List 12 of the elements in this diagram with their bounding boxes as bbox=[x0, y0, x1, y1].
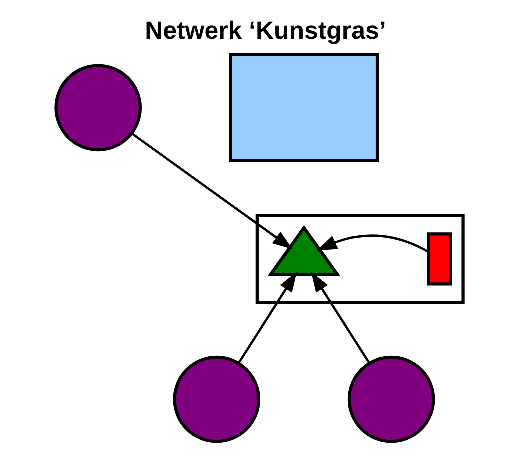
node-circle bbox=[347, 356, 435, 444]
arrow bbox=[237, 272, 297, 364]
arrow bbox=[130, 132, 292, 250]
node-circle bbox=[172, 356, 260, 444]
arrow bbox=[310, 272, 370, 364]
node-bar bbox=[426, 232, 452, 286]
cluster bbox=[255, 214, 464, 304]
node-box bbox=[228, 53, 379, 162]
arrow bbox=[316, 234, 429, 254]
diagram-title: Netwerk ‘Kunstgras’ bbox=[144, 16, 386, 45]
node-circle bbox=[54, 64, 142, 152]
node-triangle bbox=[267, 225, 340, 276]
